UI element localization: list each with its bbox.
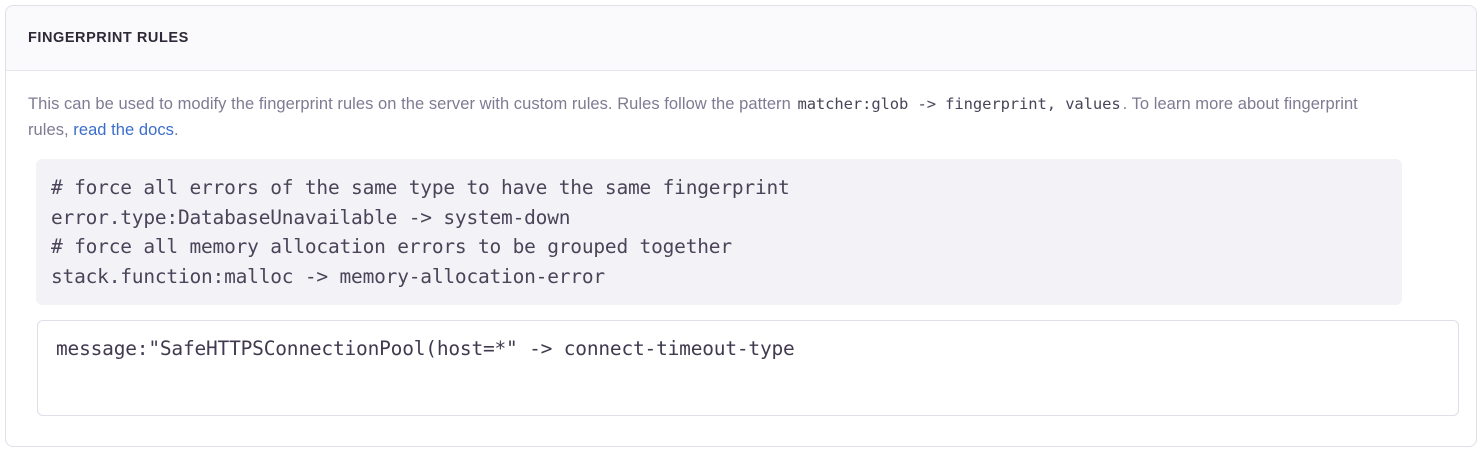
description-part-2: . To learn more about fingerprint rules,	[28, 95, 1358, 139]
fingerprint-rules-input[interactable]	[37, 320, 1459, 416]
description-text: This can be used to modify the fingerpri…	[28, 91, 1380, 143]
code-line: stack.function:malloc -> memory-allocati…	[51, 264, 605, 288]
inline-code-pattern: matcher:glob -> fingerprint, values	[797, 95, 1121, 113]
description-part-1: This can be used to modify the fingerpri…	[28, 95, 796, 113]
description-part-3: .	[173, 121, 179, 139]
panel-body: This can be used to modify the fingerpri…	[6, 71, 1476, 416]
read-the-docs-link[interactable]: read the docs	[73, 121, 174, 139]
panel-header: FINGERPRINT RULES	[6, 6, 1476, 71]
code-line: # force all memory allocation errors to …	[51, 235, 732, 258]
example-code-block: # force all errors of the same type to h…	[36, 159, 1402, 305]
fingerprint-rules-panel: FINGERPRINT RULES This can be used to mo…	[5, 5, 1477, 447]
code-line: # force all errors of the same type to h…	[51, 176, 790, 199]
page-title: FINGERPRINT RULES	[28, 29, 189, 46]
code-line: error.type:DatabaseUnavailable -> system…	[51, 205, 571, 229]
